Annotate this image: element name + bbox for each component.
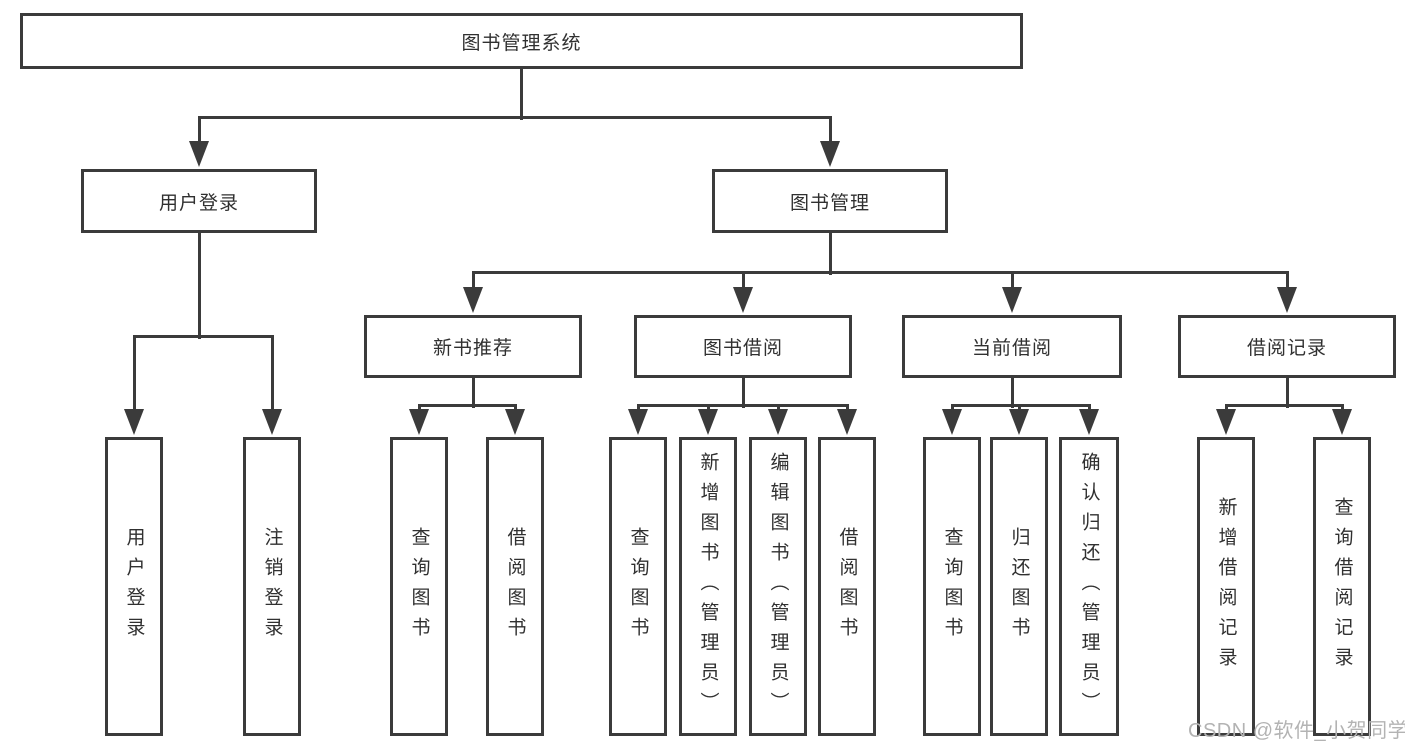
leaf-logout-login: 注销登录 xyxy=(243,437,301,736)
leaf-user-login: 用户登录 xyxy=(105,437,163,736)
connector-bar xyxy=(197,115,832,119)
arrow-down-icon xyxy=(768,409,788,435)
connector-bar xyxy=(417,403,517,407)
leaf-user-login-label: 用户登录 xyxy=(123,526,145,647)
leaf-add-books-admin-label: 新增图书（管理员） xyxy=(697,451,719,722)
leaf-logout-login-label: 注销登录 xyxy=(261,526,283,647)
connector-stem xyxy=(828,233,832,275)
arrow-down-icon xyxy=(505,409,525,435)
connector-drop xyxy=(1010,272,1014,295)
leaf-confirm-return-admin-label: 确认归还（管理员） xyxy=(1078,451,1100,722)
connector-bar xyxy=(950,403,1091,407)
arrow-down-icon xyxy=(733,287,753,313)
arrow-down-icon xyxy=(463,287,483,313)
arrow-down-icon xyxy=(409,409,429,435)
leaf-borrow-books-1: 借阅图书 xyxy=(486,437,544,736)
leaf-edit-books-admin-label: 编辑图书（管理员） xyxy=(767,451,789,722)
arrow-down-icon xyxy=(628,409,648,435)
connector-stem xyxy=(1010,378,1014,408)
leaf-edit-books-admin: 编辑图书（管理员） xyxy=(749,437,807,736)
connector-drop xyxy=(1285,272,1289,295)
node-book-borrowing: 图书借阅 xyxy=(634,315,852,378)
connector-stem xyxy=(520,68,523,120)
leaf-query-books-3: 查询图书 xyxy=(923,437,981,736)
connector-drop xyxy=(197,117,201,149)
leaf-return-books: 归还图书 xyxy=(990,437,1048,736)
arrow-down-icon xyxy=(124,409,144,435)
connector-bar xyxy=(636,403,849,407)
arrow-down-icon xyxy=(942,409,962,435)
leaf-add-books-admin: 新增图书（管理员） xyxy=(679,437,737,736)
watermark: CSDN @软件_小贺同学 xyxy=(1188,720,1405,742)
node-root: 图书管理系统 xyxy=(20,13,1023,69)
arrow-down-icon xyxy=(1332,409,1352,435)
connector-drop xyxy=(132,336,136,417)
arrow-down-icon xyxy=(837,409,857,435)
leaf-borrow-books-1-label: 借阅图书 xyxy=(504,526,526,647)
connector-bar xyxy=(132,334,274,338)
arrow-down-icon xyxy=(1277,287,1297,313)
node-new-book-recommendation: 新书推荐 xyxy=(364,315,582,378)
node-current-borrowing: 当前借阅 xyxy=(902,315,1122,378)
arrow-down-icon xyxy=(1009,409,1029,435)
arrow-down-icon xyxy=(1216,409,1236,435)
leaf-query-books-1-label: 查询图书 xyxy=(408,526,430,647)
leaf-query-books-1: 查询图书 xyxy=(390,437,448,736)
arrow-down-icon xyxy=(262,409,282,435)
arrow-down-icon xyxy=(698,409,718,435)
leaf-add-borrow-record-label: 新增借阅记录 xyxy=(1215,496,1237,677)
connector-bar xyxy=(471,270,1289,274)
connector-stem xyxy=(741,378,745,408)
leaf-confirm-return-admin: 确认归还（管理员） xyxy=(1059,437,1119,736)
connector-drop xyxy=(741,272,745,295)
leaf-borrow-books-2-label: 借阅图书 xyxy=(836,526,858,647)
leaf-query-borrow-record-label: 查询借阅记录 xyxy=(1331,496,1353,677)
node-borrowing-records: 借阅记录 xyxy=(1178,315,1396,378)
arrow-down-icon xyxy=(189,141,209,167)
connector-stem xyxy=(471,378,475,408)
node-user-login: 用户登录 xyxy=(81,169,317,233)
connector-bar xyxy=(1224,403,1344,407)
node-book-management: 图书管理 xyxy=(712,169,948,233)
connector-drop xyxy=(471,272,475,295)
connector-stem xyxy=(197,233,201,339)
leaf-query-borrow-record: 查询借阅记录 xyxy=(1313,437,1371,736)
connector-drop xyxy=(828,117,832,149)
connector-drop xyxy=(270,336,274,417)
arrow-down-icon xyxy=(1002,287,1022,313)
leaf-query-books-3-label: 查询图书 xyxy=(941,526,963,647)
leaf-return-books-label: 归还图书 xyxy=(1008,526,1030,647)
leaf-borrow-books-2: 借阅图书 xyxy=(818,437,876,736)
leaf-query-books-2-label: 查询图书 xyxy=(627,526,649,647)
leaf-add-borrow-record: 新增借阅记录 xyxy=(1197,437,1255,736)
leaf-query-books-2: 查询图书 xyxy=(609,437,667,736)
connector-stem xyxy=(1285,378,1289,408)
arrow-down-icon xyxy=(1079,409,1099,435)
arrow-down-icon xyxy=(820,141,840,167)
